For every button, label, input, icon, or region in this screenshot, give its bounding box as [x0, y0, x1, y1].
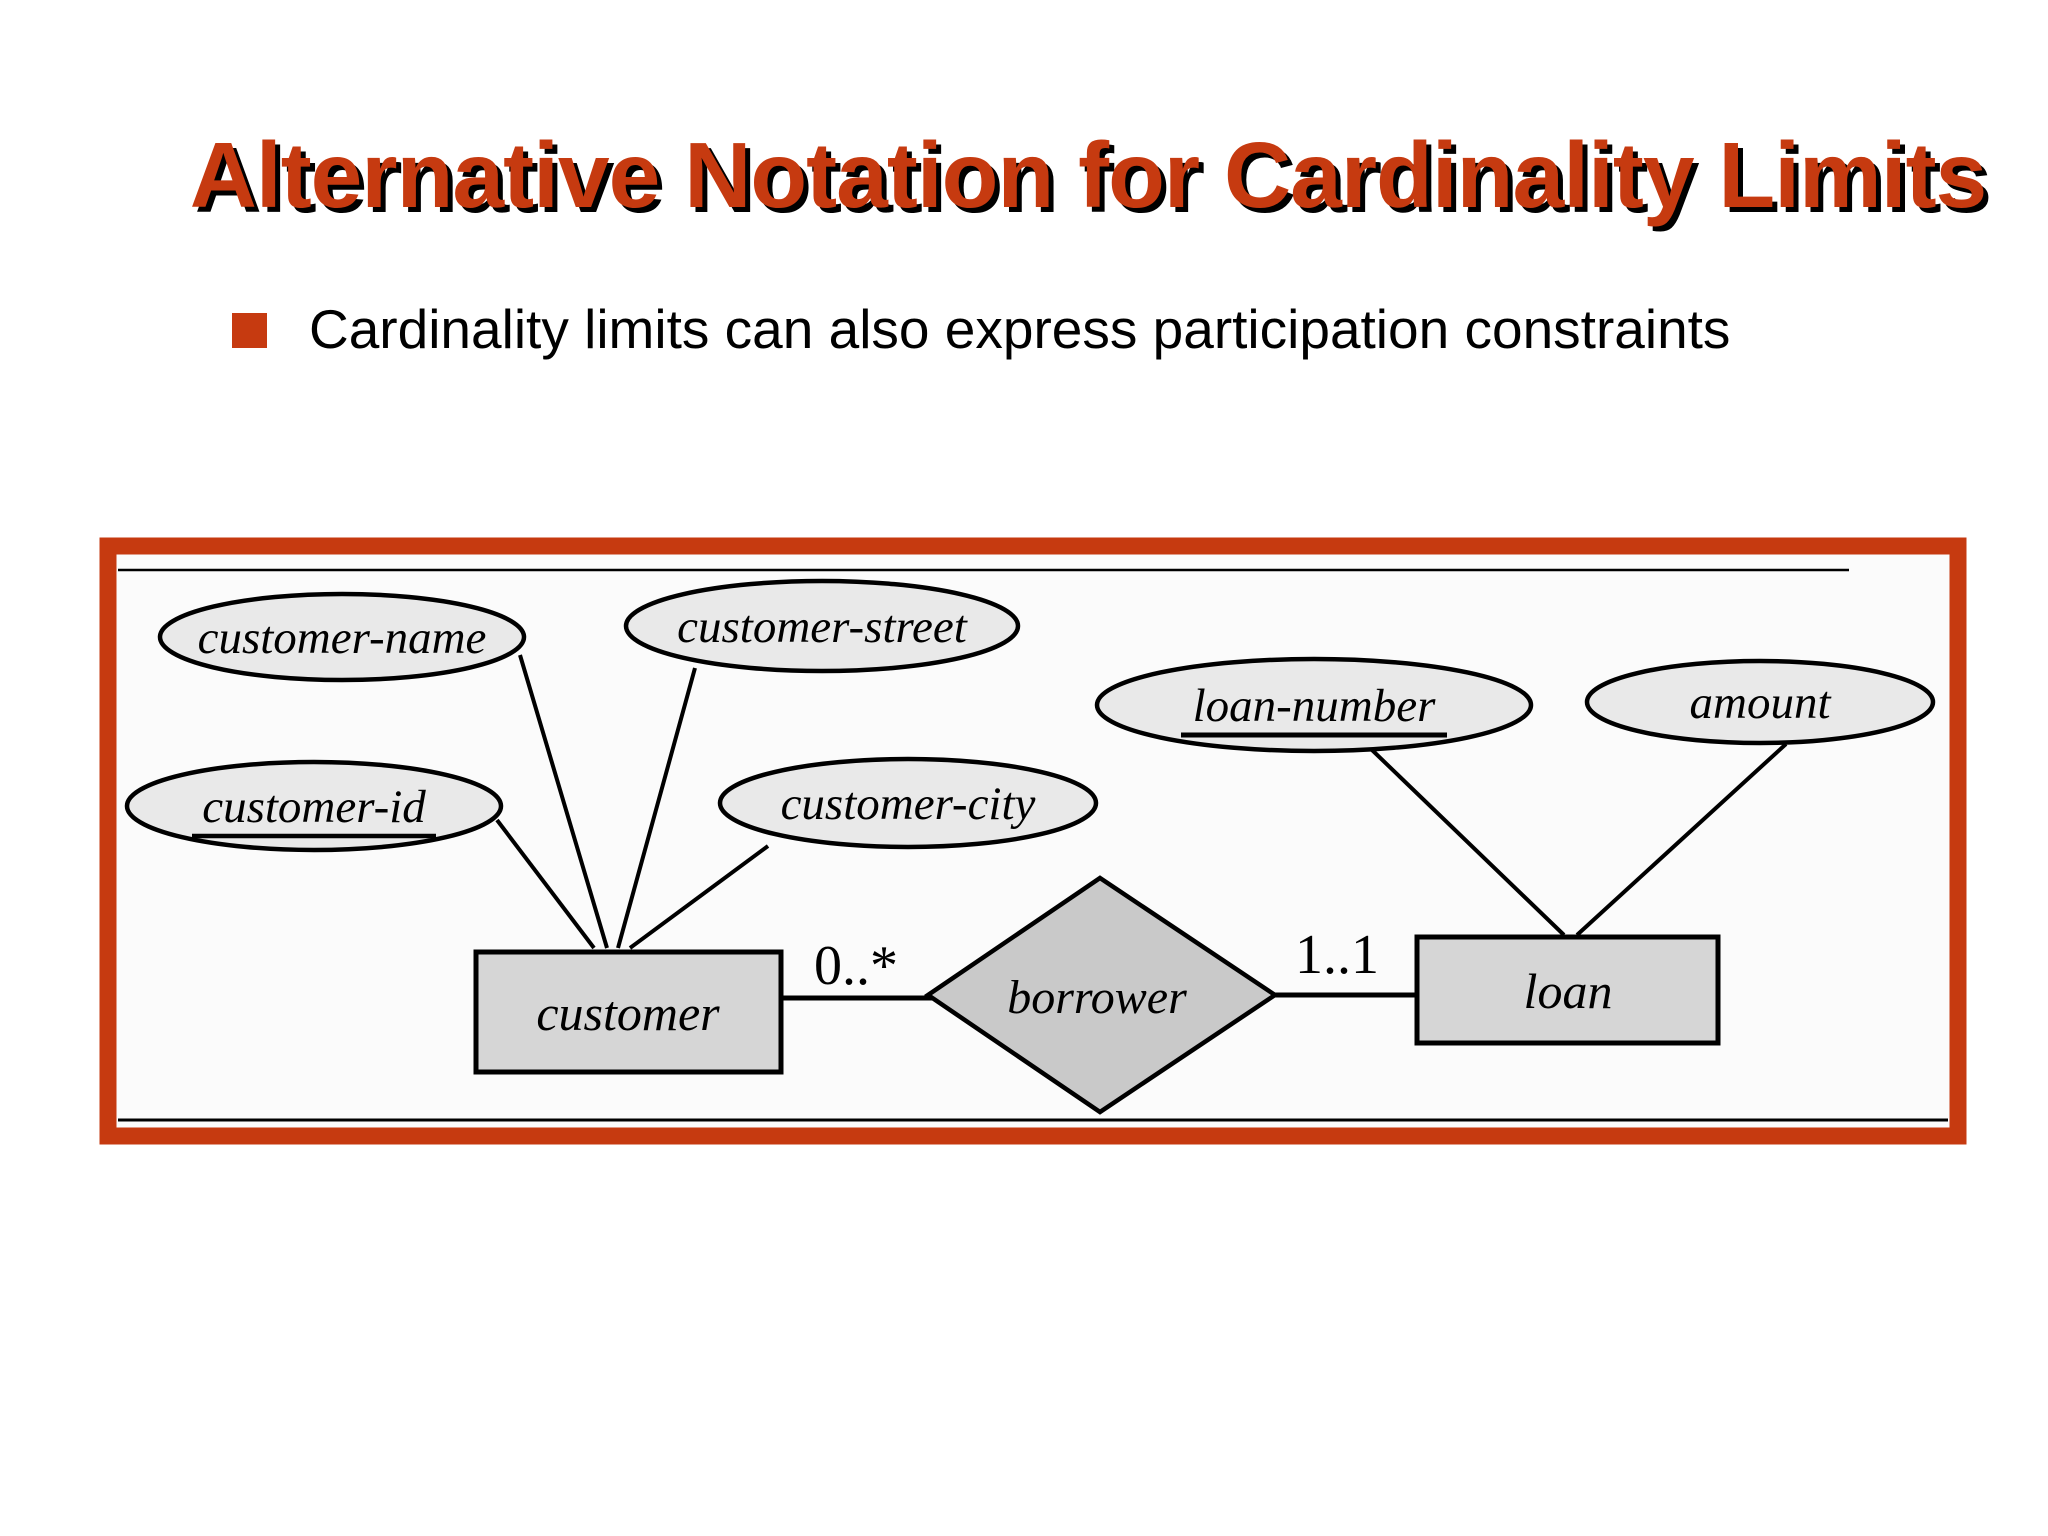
attribute-label-customer-city: customer-city	[781, 778, 1036, 830]
entity-label-loan: loan	[1524, 963, 1613, 1019]
entity-rect-customer	[473, 949, 784, 1075]
attribute-ellipse-customer-street	[623, 578, 1021, 674]
line-amount-to-loan	[1575, 742, 1788, 937]
attribute-label-customer-name: customer-name	[198, 612, 487, 664]
bullet-square-icon	[232, 313, 267, 348]
bullet-item: Cardinality limits can also express part…	[232, 299, 1730, 359]
slide-title: Alternative Notation for Cardinality Lim…	[189, 123, 1988, 227]
attribute-label-loan-number: loan-number	[1193, 680, 1437, 732]
attribute-ellipse-customer-id	[124, 759, 504, 853]
attribute-label-customer-id: customer-id	[202, 781, 426, 833]
attribute-ellipse-amount	[1584, 658, 1936, 746]
attribute-ellipse-loan-number	[1094, 656, 1534, 754]
bullet-text: Cardinality limits can also express part…	[309, 298, 1731, 360]
attribute-ellipse-customer-name	[157, 591, 527, 683]
cardinality-label-customer-side: 0..*	[814, 935, 898, 997]
cardinality-label-loan-side: 1..1	[1295, 924, 1379, 986]
entity-rect-loan	[1414, 934, 1721, 1046]
relationship-label-borrower: borrower	[1007, 971, 1187, 1024]
line-customer-id-to-customer	[495, 818, 596, 950]
attribute-label-amount: amount	[1690, 677, 1832, 729]
line-customer-street-to-customer	[616, 667, 697, 949]
line-customer-name-to-customer	[518, 654, 609, 949]
entity-label-customer: customer	[536, 985, 720, 1041]
line-customer-city-to-customer	[628, 844, 770, 950]
relationship-diamond-borrower	[923, 875, 1280, 1115]
attribute-ellipse-customer-city	[717, 756, 1099, 850]
line-loan-number-to-loan	[1369, 747, 1566, 937]
attribute-label-customer-street: customer-street	[677, 601, 968, 653]
